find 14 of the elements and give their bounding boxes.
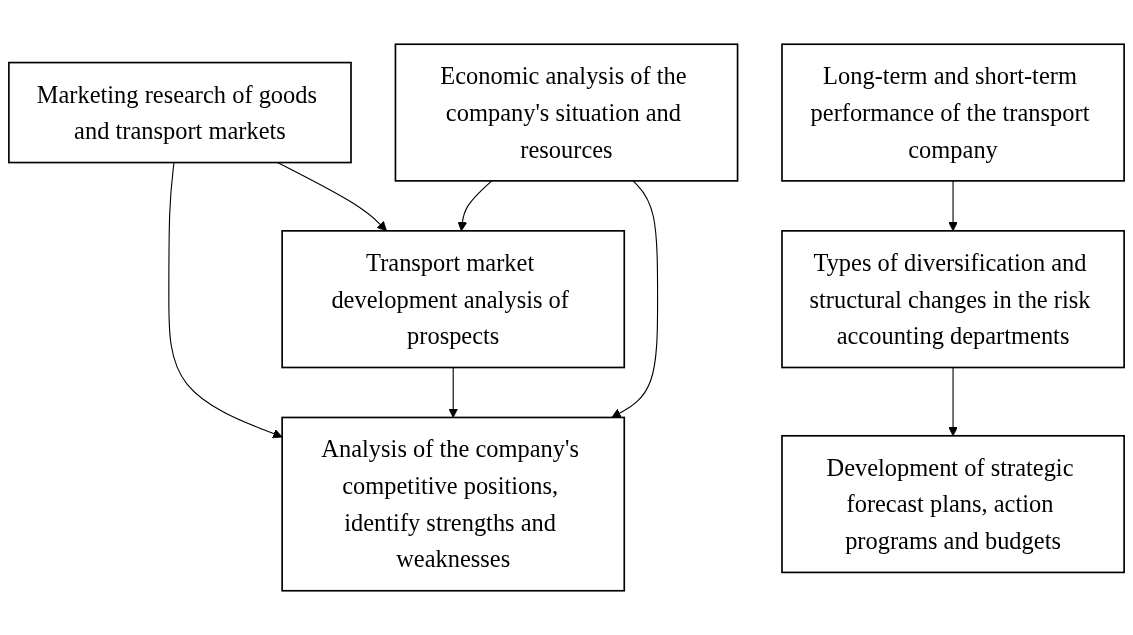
arrow [457,180,493,232]
arrow [448,366,459,418]
arrow [168,162,283,439]
node-box: Analysis of the company's competitive positions, identify strengths and weaknesses [281,416,626,592]
node-box: Long-term and short-term performance of the transport company [781,43,1125,182]
node-box: Marketing research of goods and transport markets [8,61,352,164]
node-box: Economic analysis of the company's situation and resources [394,43,739,182]
node-box: Types of diversification and structural changes in the risk accounting departments [781,230,1125,369]
arrow [948,366,958,437]
arrow [948,180,958,232]
node-box: Transport market development analysis of prospects [281,230,626,369]
arrow [611,180,659,418]
node-box: Development of strategic forecast plans, action programs and budgets [781,434,1125,574]
arrow [277,162,387,232]
